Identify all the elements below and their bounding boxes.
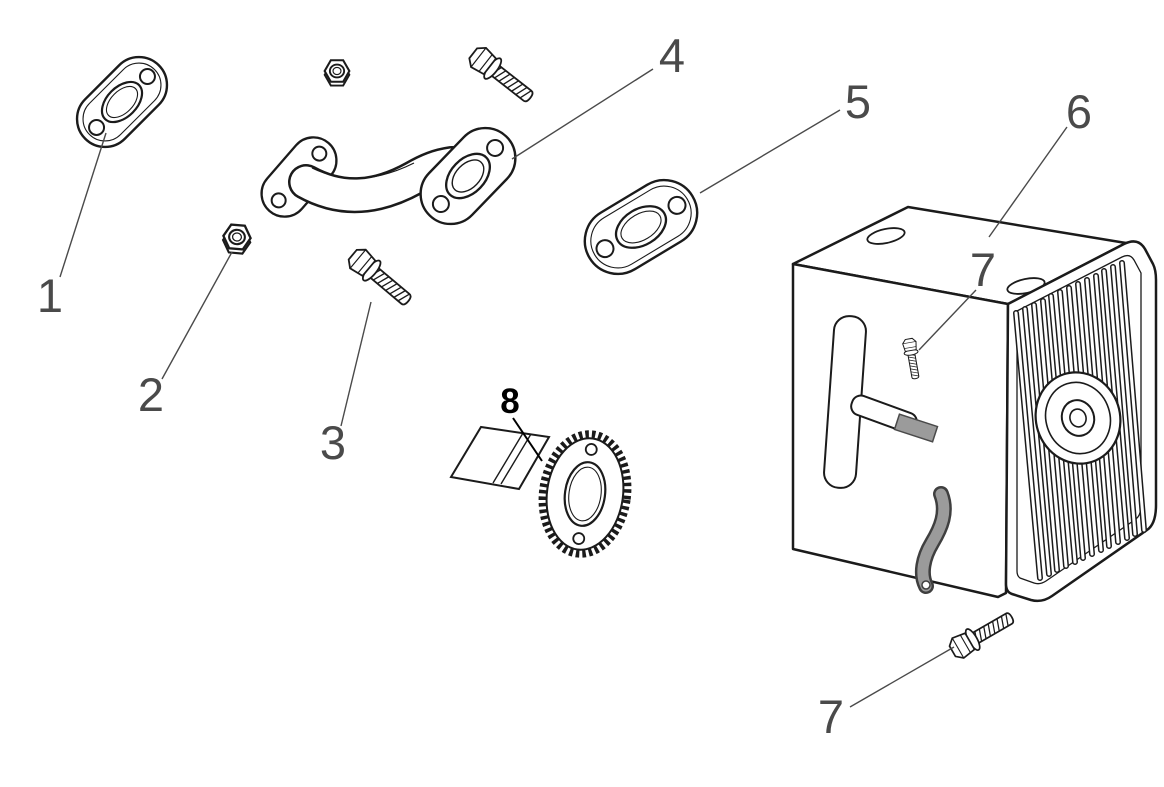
- leader-lines: [59, 68, 1068, 708]
- ring-port-hole: [563, 461, 607, 527]
- ring-bolt-hole: [572, 532, 586, 545]
- gasket-bolt-hole: [88, 118, 106, 136]
- gasket-port-hole-inner: [105, 85, 139, 119]
- muffler-outlet-port: [1034, 371, 1122, 465]
- callout-label-8: 8: [500, 382, 519, 421]
- flange-bolt-hole: [270, 192, 287, 209]
- part-hex-flange-bolt-lower: [945, 605, 1019, 663]
- leader-line-8: [512, 417, 543, 462]
- callout-label-4: 4: [659, 29, 685, 82]
- gasket-inner-edge: [82, 62, 162, 142]
- leader-line-7-upper: [918, 289, 977, 351]
- callout-label-5: 5: [845, 75, 871, 128]
- leader-line-1: [59, 132, 107, 278]
- pipe-tube-seam: [311, 162, 415, 179]
- gasket-inner-edge: [590, 185, 692, 269]
- port-ring-mid: [1044, 381, 1112, 455]
- ring-port-hole-inner: [568, 466, 602, 522]
- hook-hole: [921, 580, 931, 590]
- callout-label-2: 2: [138, 368, 164, 421]
- flange-bolt-hole: [311, 145, 328, 162]
- part-exhaust-pipe: [260, 126, 517, 226]
- gasket-port-hole-inner: [620, 210, 662, 244]
- flange-bolt-hole: [431, 195, 450, 214]
- hex-nut-upper: [323, 59, 351, 87]
- callout-label-7-lower: 7: [818, 690, 844, 743]
- part-muffler-gasket: [583, 178, 699, 276]
- port-bore: [1069, 408, 1087, 428]
- heat-wrap-band: [449, 425, 551, 491]
- gasket-bolt-hole: [138, 68, 156, 86]
- leader-line-6: [988, 126, 1068, 238]
- gasket-port-hole: [614, 205, 668, 249]
- part-muffler: [791, 205, 1158, 603]
- gasket-bolt-hole: [595, 239, 615, 259]
- serrated-gasket-ring: [538, 430, 632, 558]
- gasket-port-hole: [100, 80, 144, 124]
- part-exhaust-flange-gasket: [75, 55, 169, 149]
- flange-port: [445, 152, 491, 200]
- leader-line-4: [511, 68, 654, 160]
- callout-labels: 1 2 3 4 5 6 7 7 8: [37, 29, 1092, 743]
- muffler-mounting-hook: [914, 486, 952, 594]
- heat-wrap-seams: [492, 432, 532, 485]
- callout-label-7-upper: 7: [970, 243, 996, 296]
- part-exhaust-gasket-wrap: [449, 425, 632, 558]
- part-hex-nut: [220, 222, 253, 256]
- leader-line-3: [340, 301, 372, 427]
- leader-line-5: [699, 109, 841, 194]
- ring-bolt-hole: [584, 443, 598, 456]
- gasket-bolt-hole: [667, 195, 687, 215]
- hex-flange-bolt-upper: [464, 42, 539, 109]
- callout-label-6: 6: [1066, 85, 1092, 138]
- muffler-bracket-tab: [893, 413, 939, 443]
- leader-line-7-lower: [849, 646, 955, 708]
- muffler-top-slot: [866, 227, 906, 245]
- exhaust-pipe-right-flange: [419, 126, 517, 226]
- hook-body: [917, 488, 950, 592]
- callout-label-3: 3: [320, 416, 346, 469]
- flange-bolt-hole: [486, 138, 505, 157]
- callout-label-1: 1: [37, 269, 63, 322]
- part-hex-flange-bolt: [343, 244, 418, 312]
- leader-line-2: [161, 251, 233, 380]
- flange-port-bore: [451, 159, 485, 193]
